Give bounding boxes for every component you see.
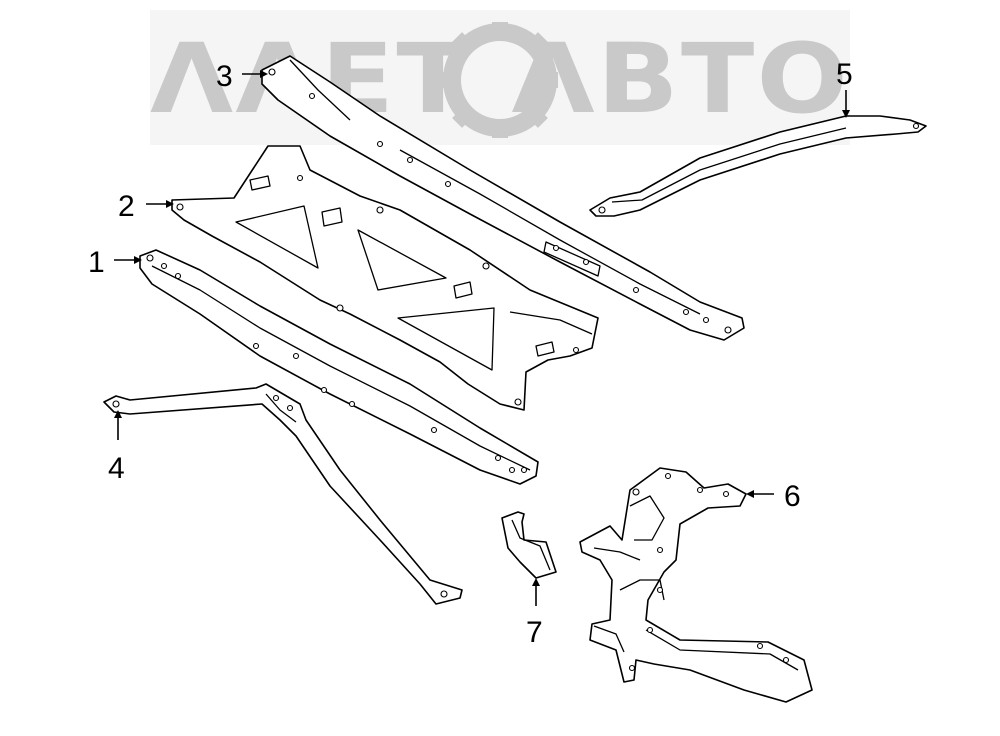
part-7-bracket (501, 511, 557, 579)
watermark-text: ΛΛΕΤ ΛΒΤΟ (150, 23, 850, 135)
arrowhead-7 (532, 578, 540, 586)
part-3-upper-rail (261, 55, 745, 341)
part-4-stay (103, 383, 463, 605)
callout-numbers: 1 2 3 4 5 6 7 (88, 58, 853, 649)
arrowhead-2 (166, 200, 174, 208)
callout-5: 5 (836, 58, 853, 91)
arrowhead-1 (134, 256, 142, 264)
part-6-side-support (579, 467, 813, 703)
part-5-brace (589, 115, 927, 217)
callout-3: 3 (216, 60, 233, 93)
callout-4: 4 (108, 452, 125, 485)
part-1-front-rail (139, 249, 539, 485)
part-2-panel (171, 145, 599, 411)
leader-lines (114, 70, 850, 606)
callout-6: 6 (784, 480, 801, 513)
callout-2: 2 (118, 190, 135, 223)
arrowhead-6 (746, 490, 754, 498)
callout-7: 7 (526, 616, 543, 649)
watermark: ΛΛΕΤ ΛΒΤΟ (150, 10, 850, 145)
callout-1: 1 (88, 246, 105, 279)
arrowhead-4 (114, 410, 122, 418)
arrowhead-3 (260, 70, 268, 78)
arrowhead-5 (842, 110, 850, 118)
